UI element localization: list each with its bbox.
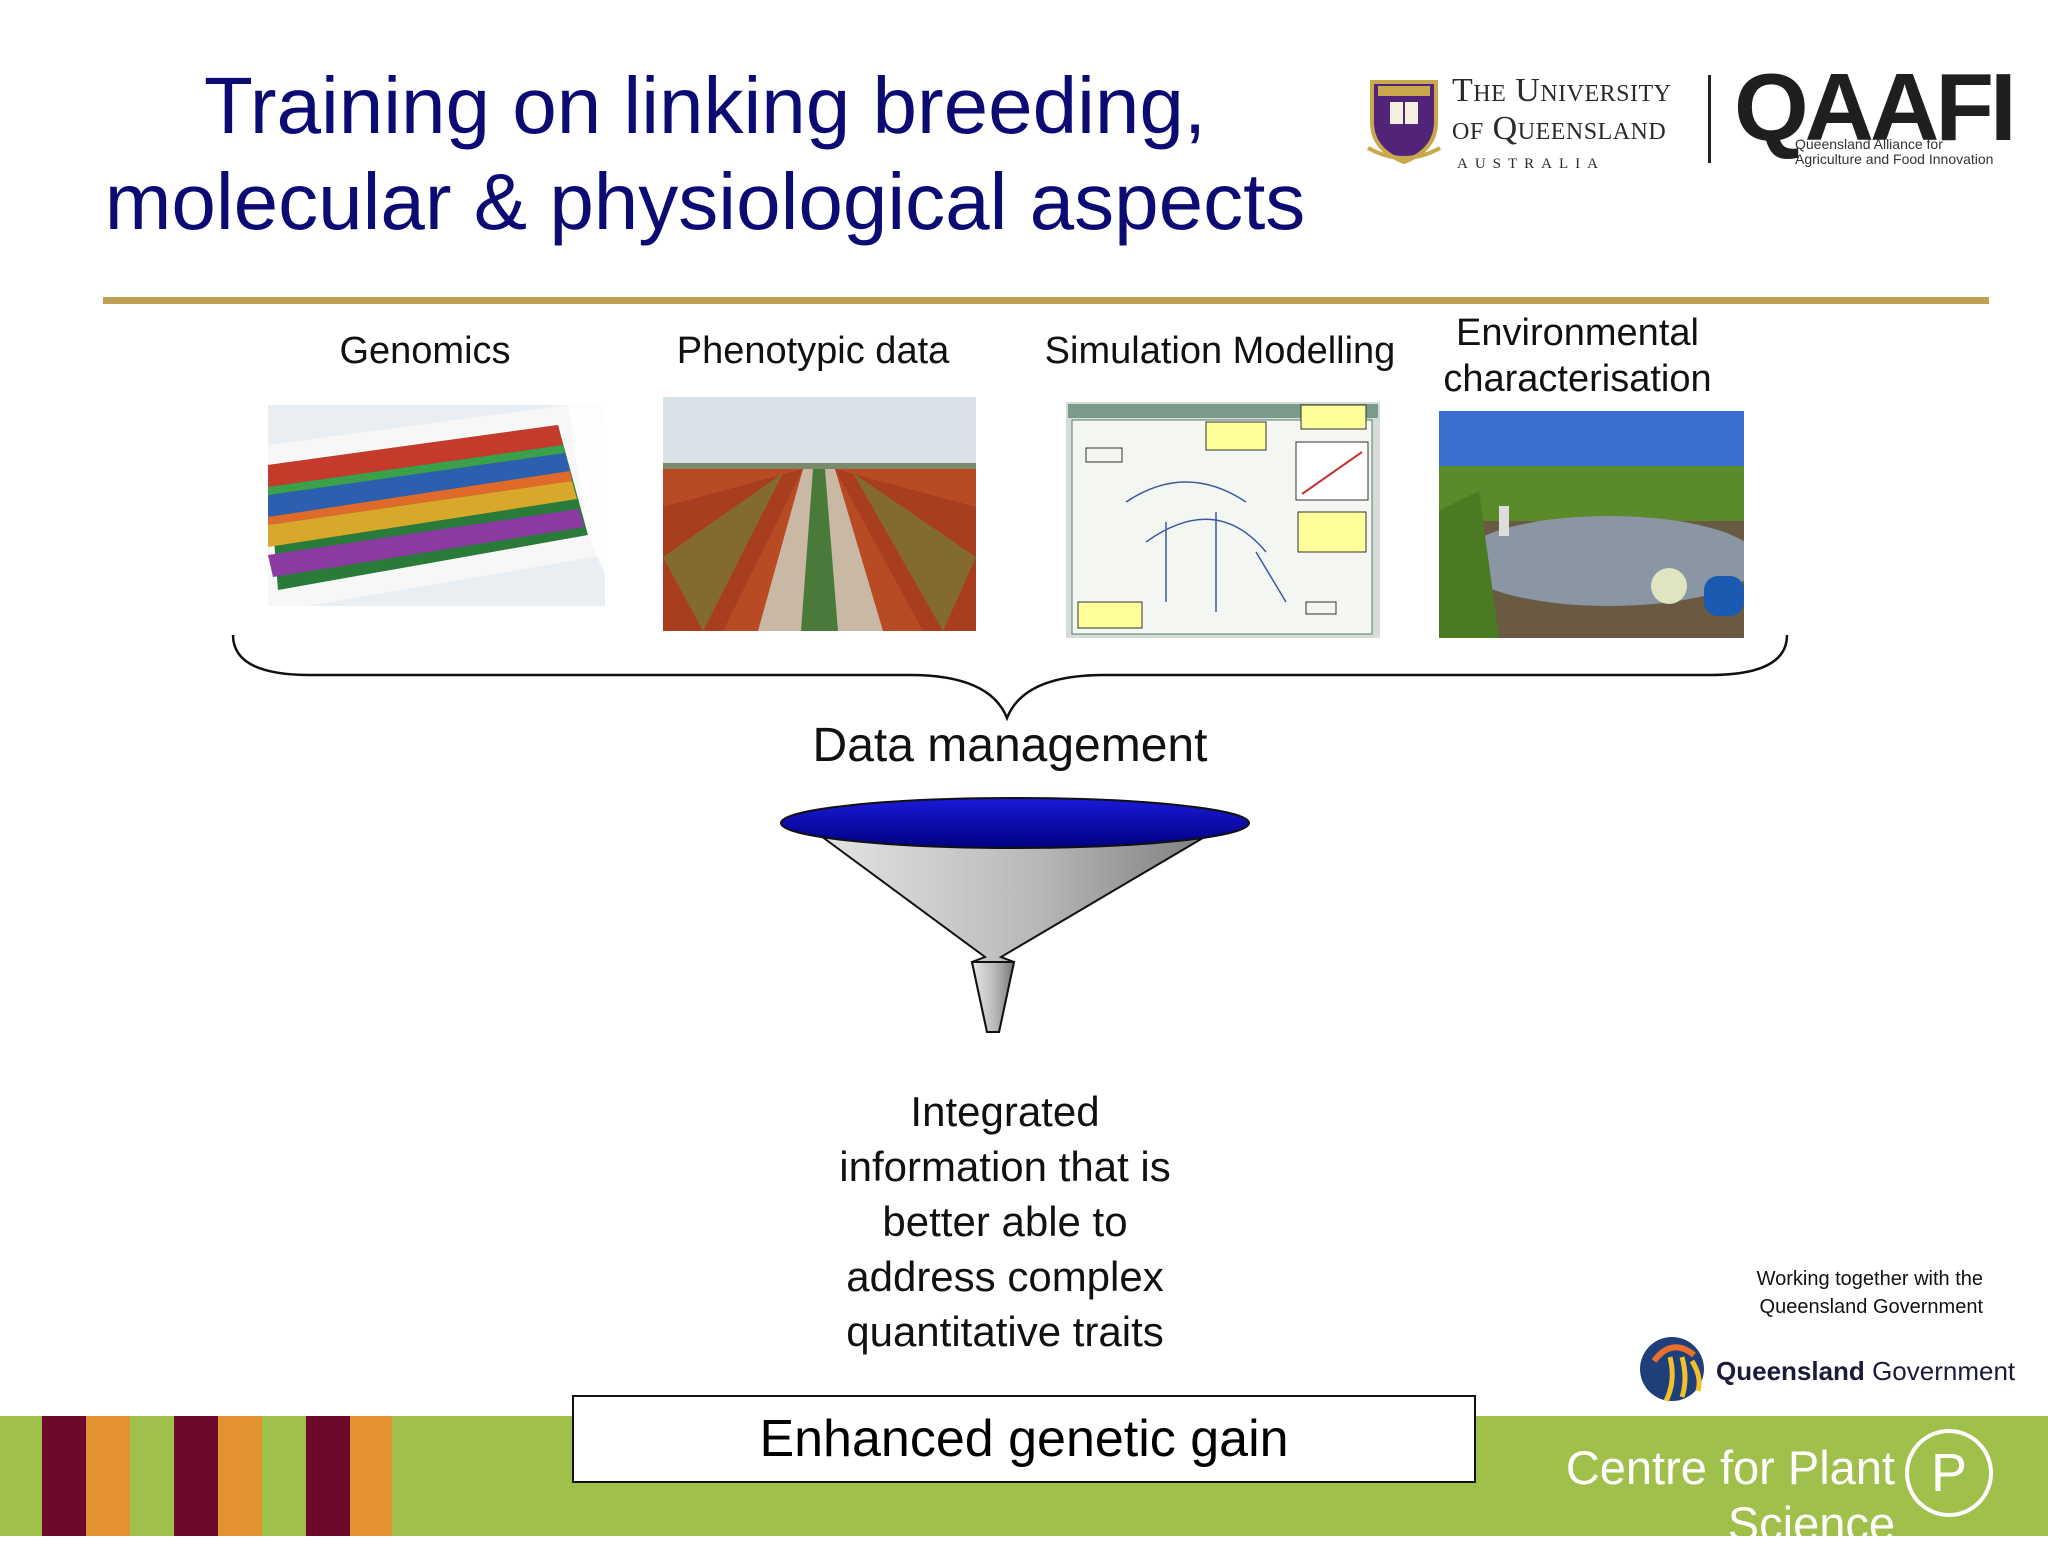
- queensland-government-icon: [1640, 1337, 1704, 1403]
- footer-stripe: [174, 1416, 218, 1536]
- working-together-line-1: Working together with the: [1756, 1268, 1983, 1290]
- qaafi-logo: QAAFI: [1734, 54, 2017, 161]
- enhanced-gain-box: Enhanced genetic gain: [572, 1395, 1476, 1483]
- simulation-label: Simulation Modelling: [1044, 330, 1396, 372]
- uq-line-2: of Queensland: [1452, 110, 1667, 147]
- centre-p-icon: P: [1905, 1429, 1993, 1517]
- environmental-image: [1439, 411, 1744, 638]
- qg-regular: Government: [1872, 1356, 2016, 1386]
- funnel-icon: [780, 797, 1250, 1033]
- integrated-line-4: address complex: [846, 1253, 1164, 1300]
- slide-title: Training on linking breeding, molecular …: [80, 58, 1330, 250]
- footer-stripe: [86, 1416, 130, 1536]
- genomics-image: [268, 405, 605, 606]
- footer-stripe: [42, 1416, 86, 1536]
- logo-divider: [1708, 75, 1711, 163]
- title-rule: [103, 297, 1989, 304]
- environmental-line-1: Environmental: [1456, 312, 1699, 354]
- qaafi-subtitle: Queensland Alliance for Agriculture and …: [1795, 137, 1993, 167]
- qaafi-sub-2: Agriculture and Food Innovation: [1795, 151, 1994, 167]
- phenotypic-image: [663, 397, 976, 631]
- integrated-line-3: better able to: [882, 1198, 1128, 1245]
- integrated-line-1: Integrated: [910, 1088, 1100, 1135]
- integrated-line-2: information that is: [839, 1143, 1171, 1190]
- footer-stripe: [350, 1416, 392, 1536]
- working-together-line-2: Queensland Government: [1759, 1296, 1983, 1318]
- integrated-line-5: quantitative traits: [846, 1308, 1164, 1355]
- footer-stripe: [218, 1416, 262, 1536]
- environmental-line-2: characterisation: [1443, 358, 1712, 400]
- qg-bold: Queensland: [1716, 1356, 1865, 1386]
- phenotypic-label: Phenotypic data: [676, 330, 950, 372]
- working-together-text: Working together with the Queensland Gov…: [1650, 1265, 1983, 1321]
- queensland-government-wordmark: Queensland Government: [1716, 1356, 2015, 1387]
- uq-line-1: The University: [1452, 72, 1672, 109]
- footer-stripe: [306, 1416, 350, 1536]
- title-line-2: molecular & physiological aspects: [104, 157, 1306, 246]
- uq-wordmark: The University of Queensland AUSTRALIA: [1452, 72, 1671, 173]
- title-line-1: Training on linking breeding,: [203, 61, 1207, 150]
- footer-stripe: [0, 1416, 42, 1536]
- data-management-label: Data management: [812, 719, 1208, 772]
- integrated-info-text: Integrated information that is better ab…: [790, 1084, 1220, 1359]
- uq-crest-icon: [1367, 80, 1441, 164]
- grouping-brace: [231, 634, 1789, 722]
- environmental-label: Environmental characterisation: [1415, 310, 1740, 402]
- uq-line-3: AUSTRALIA: [1457, 156, 1605, 172]
- qaafi-sub-1: Queensland Alliance for: [1795, 136, 1943, 152]
- simulation-image: [1066, 402, 1380, 638]
- genomics-label: Genomics: [339, 330, 511, 372]
